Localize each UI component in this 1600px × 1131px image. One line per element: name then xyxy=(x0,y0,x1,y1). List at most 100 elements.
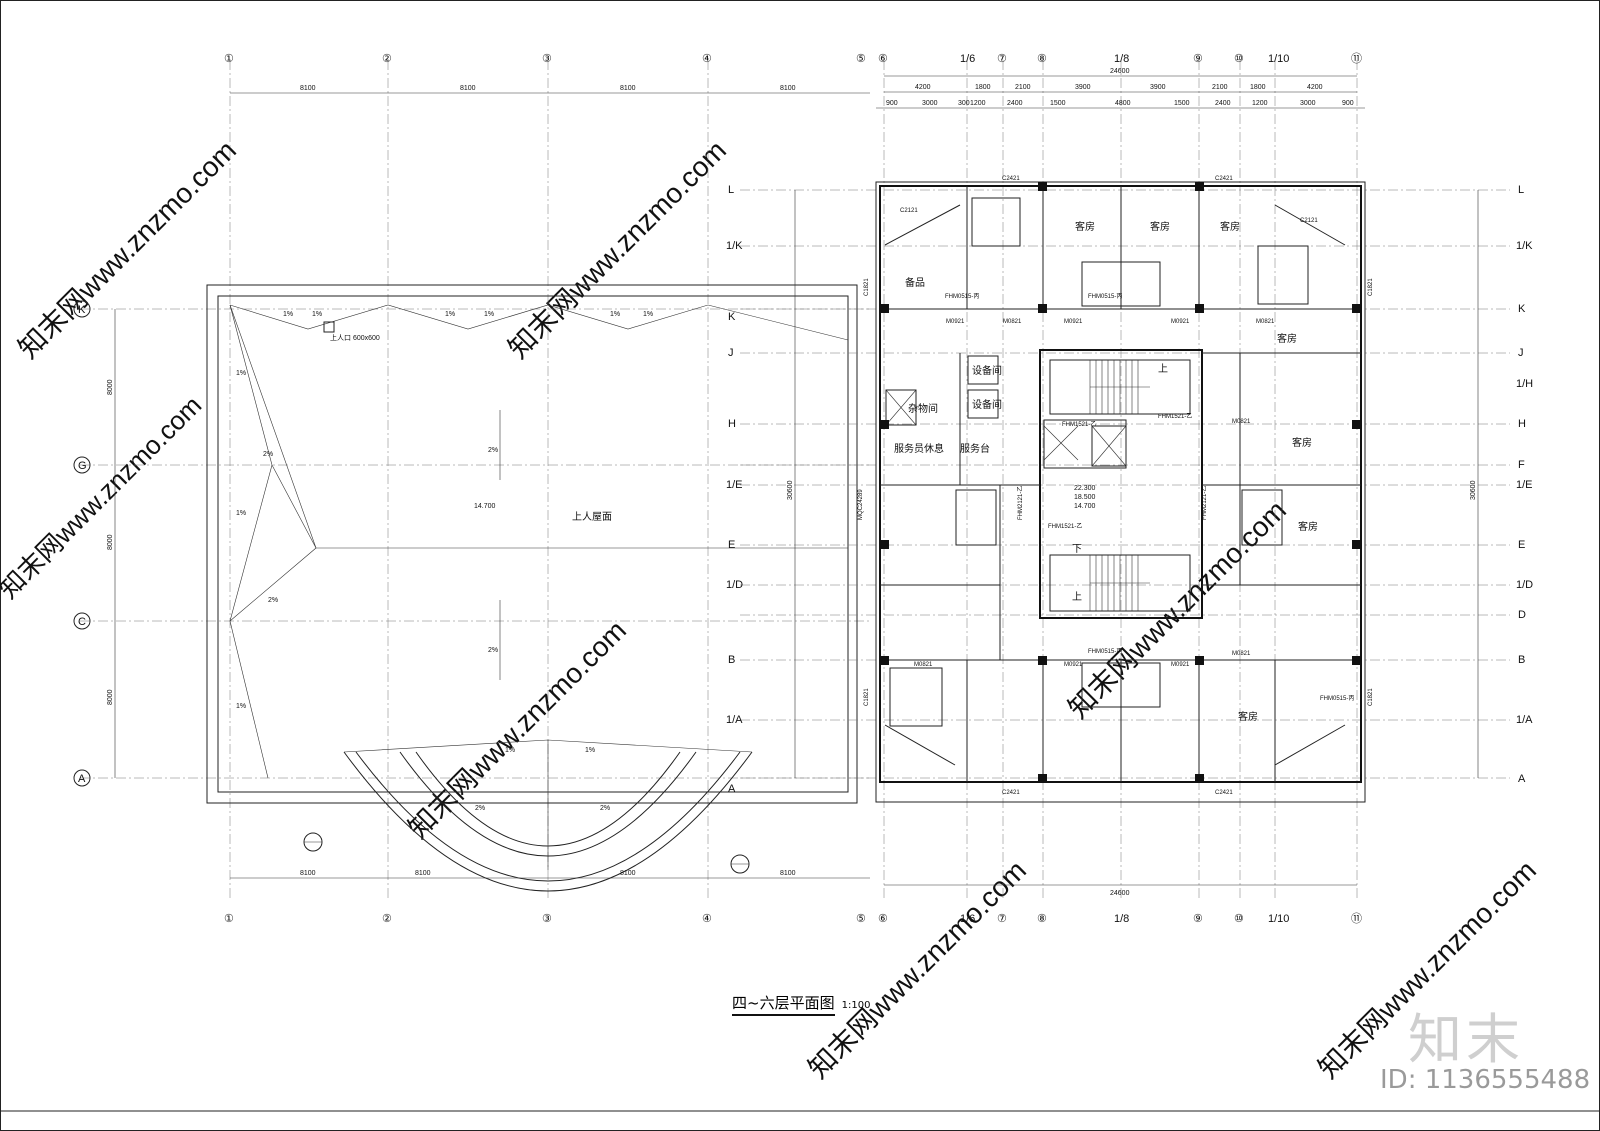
room-label: 客房 xyxy=(1075,220,1095,233)
stair-direction-label: 上 xyxy=(1158,363,1168,375)
axis-label: ⑪ xyxy=(1351,52,1362,65)
axis-label: D xyxy=(1518,609,1526,621)
dimension-label: 8100 xyxy=(460,85,476,92)
axis-label: ② xyxy=(382,913,392,925)
dimension-label: 4800 xyxy=(1115,100,1131,107)
window-tag: C2421 xyxy=(1002,790,1020,796)
room-label: 客房 xyxy=(1150,220,1170,233)
curtain-wall-tag: MQC24289 xyxy=(858,489,864,520)
room-label: 杂物间 xyxy=(908,402,938,415)
dimension-label: 1200 xyxy=(970,100,986,107)
dimension-label: 3000 xyxy=(922,100,938,107)
axis-label: 1/E xyxy=(726,479,743,491)
axis-label: ⑦ xyxy=(997,913,1007,925)
core-elevation: 14.700 xyxy=(1074,503,1096,510)
slope-label: 2% xyxy=(488,447,498,454)
dimension-label: 8000 xyxy=(107,379,114,395)
slope-label: 1% xyxy=(236,510,246,517)
door-tag: M0821 xyxy=(914,662,933,668)
watermark: 知末网www.znzmo.com xyxy=(502,134,732,364)
dimension-label: 2400 xyxy=(1215,100,1231,107)
door-tag: FHM2121-乙 xyxy=(1201,486,1208,520)
door-tag: FHM0515-丙 xyxy=(1320,695,1354,702)
axis-label: F xyxy=(1518,459,1525,471)
axis-label: ① xyxy=(224,913,234,925)
axis-label: ⑦ xyxy=(997,53,1007,65)
axis-label: H xyxy=(728,418,736,430)
dimension-label: 8100 xyxy=(415,870,431,877)
axis-label: A xyxy=(1518,773,1526,785)
dimension-label: 3000 xyxy=(1300,100,1316,107)
axis-label: ⑤ xyxy=(856,913,866,925)
building-block: 上 上 下 22.300 18.500 14.700 xyxy=(740,60,1510,900)
axis-label: K xyxy=(78,304,86,316)
axis-label: ⑪ xyxy=(1351,912,1362,925)
dimension-label: 8100 xyxy=(620,870,636,877)
axis-label: ③ xyxy=(542,53,552,65)
dimension-label: 2400 xyxy=(1007,100,1023,107)
dimension-label: 8100 xyxy=(620,85,636,92)
stair-direction-label: 下 xyxy=(1072,544,1082,555)
axis-label: ⑤ xyxy=(856,53,866,65)
axis-label: ② xyxy=(382,53,392,65)
dimension-lines: 8100 8100 8100 8100 8100 8100 8100 8100 … xyxy=(107,68,1479,897)
room-label: 客房 xyxy=(1238,710,1258,723)
axis-label: 1/6 xyxy=(960,913,975,925)
slope-label: 1% xyxy=(283,311,293,318)
dimension-label: 8100 xyxy=(300,85,316,92)
slope-label: 1% xyxy=(445,311,455,318)
window-tag: C2421 xyxy=(1215,790,1233,796)
axis-label: 1/D xyxy=(726,579,743,591)
window-tag: C1821 xyxy=(864,278,870,296)
room-label: 客房 xyxy=(1220,220,1240,233)
axis-label: 1/D xyxy=(1516,579,1533,591)
axis-label: 1/A xyxy=(726,714,743,726)
watermark: 知末网www.znzmo.com xyxy=(802,854,1032,1084)
door-tag: M0821 xyxy=(1232,651,1251,657)
dimension-label: 1800 xyxy=(1250,84,1266,91)
dimension-label: 8100 xyxy=(300,870,316,877)
axis-label: B xyxy=(1518,654,1525,666)
door-tag: FHM0515-丙 xyxy=(1088,648,1122,655)
axis-label: ① xyxy=(224,53,234,65)
window-tag: C1821 xyxy=(1368,688,1374,706)
dimension-label: 30600 xyxy=(787,480,794,500)
dimension-label: 900 xyxy=(886,100,898,107)
axis-label: ⑧ xyxy=(1037,913,1047,925)
axis-label: ⑥ xyxy=(878,53,888,65)
watermark: 知末网www.znzmo.com xyxy=(402,614,632,844)
axis-label: ⑧ xyxy=(1037,53,1047,65)
axis-label: 1/8 xyxy=(1114,53,1129,65)
axis-label: L xyxy=(728,184,734,196)
door-tag: FHM2121-乙 xyxy=(1017,486,1024,520)
axis-label: ④ xyxy=(702,913,712,925)
watermark: 知末网www.znzmo.com xyxy=(0,390,207,604)
axis-label: E xyxy=(1518,539,1525,551)
room-label: 服务员休息 xyxy=(894,442,944,455)
window-tag: C2121 xyxy=(900,208,918,214)
axis-label: 1/10 xyxy=(1268,53,1289,65)
roof-label: 上人屋面 xyxy=(572,511,612,523)
drawing-id-label: ID: 1136555488 xyxy=(1380,1065,1591,1095)
axis-label: 1/10 xyxy=(1268,913,1289,925)
dimension-label: 8100 xyxy=(780,85,796,92)
slope-label: 1% xyxy=(505,747,515,754)
axis-label: ③ xyxy=(542,913,552,925)
slope-label: 2% xyxy=(600,805,610,812)
window-tag: C2121 xyxy=(1300,218,1318,224)
axis-label: J xyxy=(1518,347,1524,359)
dimension-label: 1500 xyxy=(1174,100,1190,107)
dimension-label: 1200 xyxy=(1252,100,1268,107)
dimension-label: 2100 xyxy=(1212,84,1228,91)
slope-label: 2% xyxy=(475,805,485,812)
roof-elevation: 14.700 xyxy=(474,503,496,510)
door-tag: FHM1521-乙 xyxy=(1158,413,1192,420)
roof-area: 1% 1% 1% 1% 1% 1% 2% 2% 2% 2% 1% 1% 1% 上… xyxy=(80,60,870,900)
dimension-label: 30600 xyxy=(1470,480,1477,500)
watermark: 知末网www.znzmo.com xyxy=(12,134,242,364)
window-tag: C1821 xyxy=(864,688,870,706)
dimension-label: 4200 xyxy=(1307,84,1323,91)
drawing-scale: 1:100 xyxy=(841,1000,871,1011)
door-tag: FHM1521-乙 xyxy=(1062,421,1096,428)
